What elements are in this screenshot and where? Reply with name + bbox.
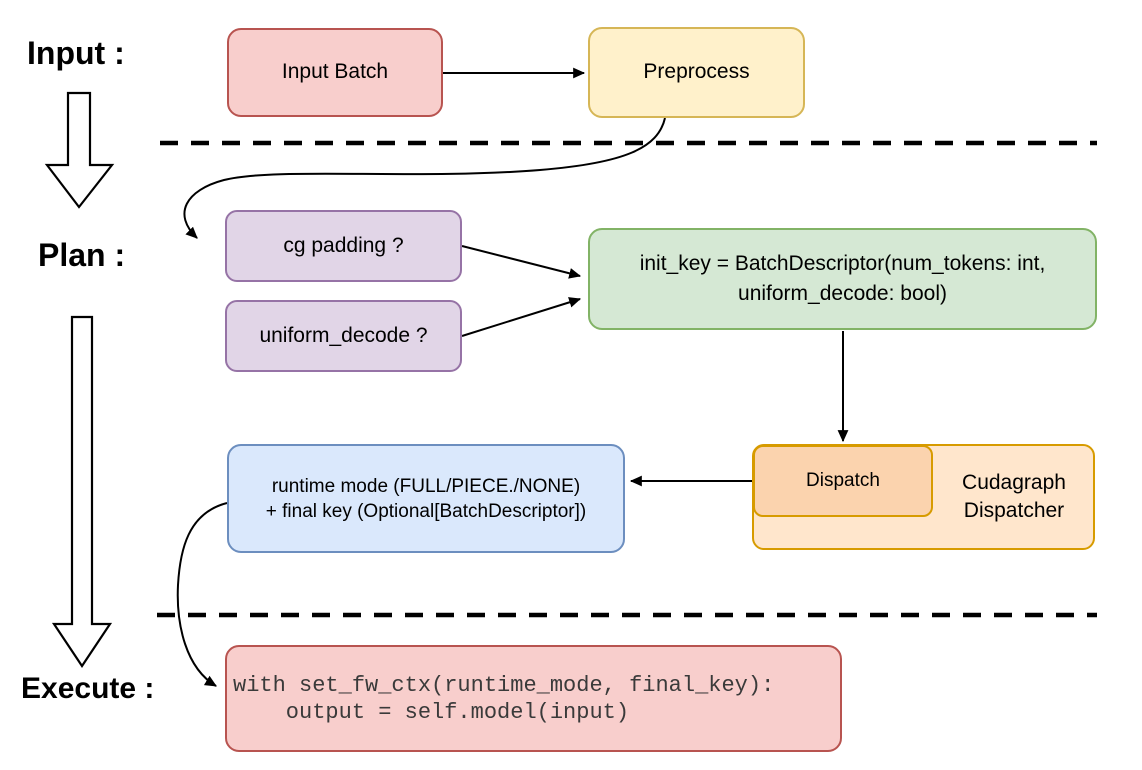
node-init-key: init_key = BatchDescriptor(num_tokens: i… <box>588 228 1097 330</box>
node-runtime-line2: + final key (Optional[BatchDescriptor]) <box>265 500 587 522</box>
stage-label-plan: Plan : <box>38 237 126 273</box>
stage-label-execute: Execute : <box>21 672 155 705</box>
connector-preprocess-to-cgpadding <box>183 117 666 239</box>
execute-code-line2: output = self.model(input) <box>233 699 630 725</box>
node-cg-padding-label: cg padding ? <box>283 233 404 257</box>
cudagraph-dispatcher-label: Cudagraph Dispatcher <box>933 444 1095 550</box>
node-uniform-decode-label: uniform_decode ? <box>259 323 428 347</box>
stage-label-input: Input : <box>27 35 125 71</box>
node-init-key-line1: init_key = BatchDescriptor(num_tokens: i… <box>639 252 1046 275</box>
node-execute-code: with set_fw_ctx(runtime_mode, final_key)… <box>225 645 842 752</box>
cudagraph-dispatcher-line1: Cudagraph <box>962 471 1066 494</box>
cudagraph-dispatcher-line2: Dispatcher <box>963 499 1065 522</box>
node-uniform-decode: uniform_decode ? <box>225 300 462 372</box>
connector-runtime-to-code <box>176 502 228 687</box>
node-preprocess: Preprocess <box>588 27 805 118</box>
node-runtime-line1: runtime mode (FULL/PIECE./NONE) <box>271 475 581 497</box>
stage-flow-arrow-plan-to-execute <box>51 315 113 668</box>
node-dispatch: Dispatch <box>753 445 933 517</box>
connector-cgpadding-to-initkey <box>461 245 582 279</box>
node-preprocess-label: Preprocess <box>643 60 750 84</box>
node-dispatch-label: Dispatch <box>806 470 880 492</box>
connector-uniformdecode-to-initkey <box>461 297 582 337</box>
execute-code-line1: with set_fw_ctx(runtime_mode, final_key)… <box>233 672 775 698</box>
stage-flow-arrow-input-to-plan <box>44 91 115 209</box>
node-runtime-mode-result: runtime mode (FULL/PIECE./NONE) + final … <box>227 444 625 553</box>
node-input-batch-label: Input Batch <box>281 60 389 84</box>
node-cg-padding: cg padding ? <box>225 210 462 282</box>
node-init-key-line2: uniform_decode: bool) <box>738 282 947 305</box>
node-input-batch: Input Batch <box>227 28 443 117</box>
